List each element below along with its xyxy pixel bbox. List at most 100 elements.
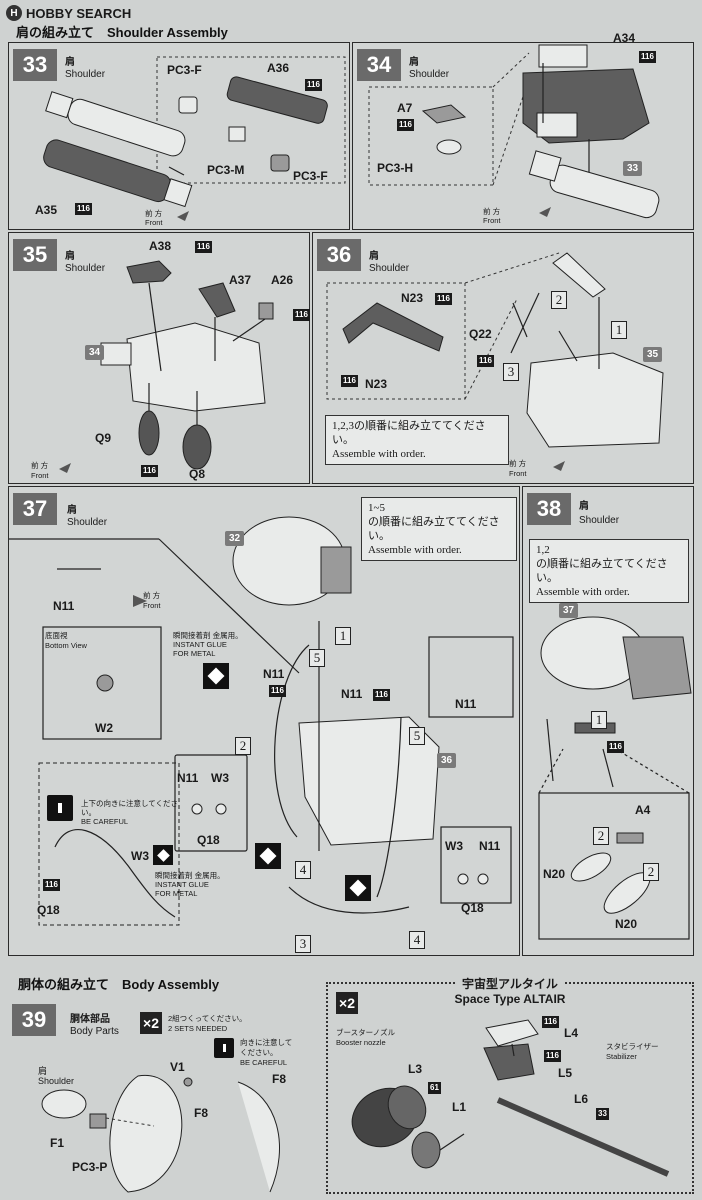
order-5-b: 5 [409,727,425,745]
step-number: 34 [357,49,401,81]
tag-116: 116 [43,879,60,891]
step-number: 36 [317,239,361,271]
order-note-jp1: 1,2 [536,544,550,556]
order-3: 3 [295,935,311,953]
step-number: 33 [13,49,57,81]
step-37-drawing [9,516,514,926]
label-l3: L3 [408,1062,423,1076]
step-number: 37 [13,493,57,525]
glue-note-2: 瞬間接着剤 金属用。 INSTANT GLUE FOR METAL [155,871,245,898]
label-n11-e: N11 [177,771,199,785]
step-title-en: Shoulder [579,515,620,526]
altair-title: 宇宙型アルタイル [328,975,692,993]
label-w3-a: W3 [211,771,229,785]
step-title-jp: 胴体部品 [70,1014,110,1025]
label-a26: A26 [271,273,294,287]
label-f8-b: F8 [272,1072,287,1086]
label-q18-b: Q18 [37,903,60,917]
tag-116: 116 [141,465,158,477]
label-q8: Q8 [189,467,206,481]
order-note-jp2: の順番に組み立ててください。 [536,558,668,584]
ref-step-37: 37 [559,603,579,618]
label-n23-top: N23 [401,291,424,305]
order-note-en: Assemble with order. [368,544,462,556]
order-note: 1~5 の順番に組み立ててください。 Assemble with order. [361,497,517,561]
step-33-panel: 33 肩 Shoulder PC3-F A36 116 PC3-M PC3-F … [8,42,350,230]
step-36-panel: 36 肩 Shoulder N23 116 116 N23 Q22 116 2 … [312,232,694,484]
label-a34: A34 [613,31,636,45]
front-label-en: Front [31,471,49,480]
label-pc3m: PC3-M [207,163,245,177]
front-label-jp: 前 方 [509,459,527,468]
label-w3-c: W3 [445,839,463,853]
tag-116: 116 [397,119,414,131]
booster-label-jp: ブースターノズル [336,1028,396,1037]
step-38-panel: 38 肩 Shoulder 1,2 の順番に組み立ててください。 Assembl… [522,486,694,956]
glue-note-2-en1: INSTANT GLUE [155,880,209,889]
instant-glue-icon [203,663,229,689]
label-q18-a: Q18 [197,833,220,847]
tag-116: 116 [542,1016,559,1028]
glue-note-2-jp: 瞬間接着剤 金属用。 [155,871,225,880]
label-n20-a: N20 [543,867,566,881]
label-n20-b: N20 [615,917,638,931]
step-number: 39 [12,1004,56,1036]
careful-note: 上下の向きに注意してください。 BE CAREFUL [81,799,181,826]
order-4-b: 4 [409,931,425,949]
step-38-drawing [538,616,692,940]
label-a35: A35 [35,203,58,217]
front-label-jp: 前 方 [483,207,501,216]
label-n11-c: N11 [341,687,363,701]
label-f8-a: F8 [194,1106,209,1120]
step-number: 35 [13,239,57,271]
tag-33: 33 [596,1108,609,1120]
altair-title-en: Space Type ALTAIR [454,992,566,1006]
order-note-jp2: の順番に組み立ててください。 [368,516,500,542]
step-34-panel: 34 肩 Shoulder A7 116 PC3-H A34 116 33 前 … [352,31,694,230]
label-l1: L1 [452,1100,467,1114]
glue-note: 瞬間接着剤 金属用。 INSTANT GLUE FOR METAL [173,631,263,658]
label-a37: A37 [229,273,252,287]
step-title-en: Shoulder [65,69,106,80]
step-title-jp: 肩 [369,251,379,262]
tag-116: 116 [269,685,286,697]
label-pc3f-top: PC3-F [167,63,202,77]
front-label-jp: 前 方 [143,591,161,600]
step-37-panel: 37 肩 Shoulder 1~5 の順番に組み立ててください。 Assembl… [8,486,520,956]
careful-note-jp: 上下の向きに注意してください。 [81,799,179,817]
altair-panel: 宇宙型アルタイル Space Type ALTAIR ×2 ブースターノズル B… [326,977,694,1194]
step-35-drawing [59,260,274,473]
tag-116: 116 [293,309,310,321]
shoulder-section-title: 肩の組み立て Shoulder Assembly [16,25,228,40]
front-label-en: Front [145,218,163,227]
order-3: 3 [503,363,519,381]
order-note-en: Assemble with order. [536,586,630,598]
order-2-b: 2 [643,863,659,881]
step-33-drawing [43,56,346,221]
glue-note-jp: 瞬間接着剤 金属用。 [173,631,243,640]
order-1: 1 [591,711,607,729]
careful-note-en: BE CAREFUL [81,817,129,826]
sets-note-jp: 2組つくってください。 [168,1014,247,1023]
order-2: 2 [235,737,251,755]
stabilizer-label-jp: スタビライザー [606,1042,659,1051]
step-39-area: 39 胴体部品 Body Parts ×2 2組つくってください。 2 SETS… [8,996,320,1196]
step-35-panel: 35 肩 Shoulder A38 116 A37 A26 116 34 Q9 … [8,232,310,484]
label-q18-c: Q18 [461,901,484,915]
label-n11-d: N11 [455,697,477,711]
step-title-jp: 肩 [67,505,77,516]
label-a36: A36 [267,61,290,75]
site-logo-text: HOBBY SEARCH [26,5,132,21]
step-title-en: Shoulder [409,69,450,80]
step-36-drawing [326,252,664,471]
label-w2: W2 [95,721,113,735]
order-note: 1,2 の順番に組み立ててください。 Assemble with order. [529,539,689,603]
tag-116: 116 [544,1050,561,1062]
step-title-jp: 肩 [65,251,75,262]
front-label-en: Front [483,216,501,225]
stabilizer-label-en: Stabilizer [606,1052,637,1061]
label-n23-bottom: N23 [365,377,388,391]
tag-116: 116 [305,79,322,91]
shoulder-label-jp: 肩 [38,1066,48,1076]
label-l4: L4 [564,1026,579,1040]
